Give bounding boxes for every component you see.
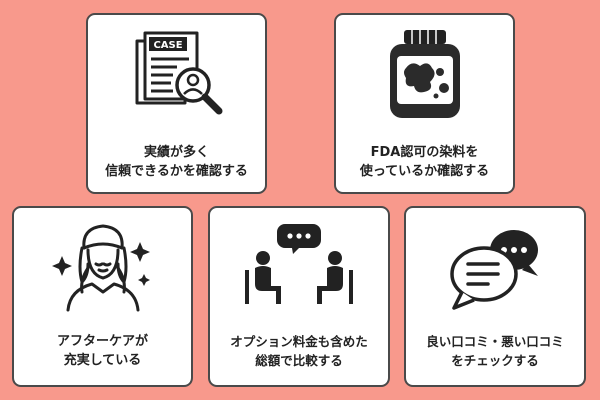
consultation-people-icon	[210, 208, 388, 322]
card-label: FDA認可の染料を 使っているか確認する	[338, 143, 511, 181]
case-icon-text: CASE	[153, 40, 182, 51]
ink-bottle-icon	[336, 15, 513, 133]
card-aftercare: アフターケアが 充実している	[12, 206, 193, 387]
woman-sparkle-icon	[14, 208, 191, 322]
card-label-line2: 使っているか確認する	[359, 164, 490, 179]
card-label-line1: オプション料金も含めた	[230, 334, 368, 349]
card-track-record: CASE 実績が多く 信頼できるかを確認する	[86, 13, 267, 194]
card-label: オプション料金も含めた 総額で比較する	[212, 332, 386, 370]
card-label-line1: 実績が多く	[143, 145, 209, 160]
card-fda-dye: FDA認可の染料を 使っているか確認する	[334, 13, 515, 194]
card-label: アフターケアが 充実している	[16, 332, 189, 370]
card-label-line1: 良い口コミ・悪い口コミ	[426, 334, 564, 349]
card-label-line1: アフターケアが	[56, 334, 148, 349]
card-label-line2: 総額で比較する	[255, 353, 343, 368]
card-label: 実績が多く 信頼できるかを確認する	[90, 143, 263, 181]
card-label-line1: FDA認可の染料を	[370, 145, 479, 160]
card-label: 良い口コミ・悪い口コミ をチェックする	[408, 332, 582, 370]
card-label-line2: 信頼できるかを確認する	[105, 164, 248, 179]
card-label-line2: 充実している	[63, 353, 142, 368]
chat-bubbles-icon	[406, 208, 584, 322]
card-total-price: オプション料金も含めた 総額で比較する	[208, 206, 390, 387]
case-document-search-icon: CASE	[88, 15, 265, 133]
card-reviews: 良い口コミ・悪い口コミ をチェックする	[404, 206, 586, 387]
card-label-line2: をチェックする	[451, 353, 539, 368]
